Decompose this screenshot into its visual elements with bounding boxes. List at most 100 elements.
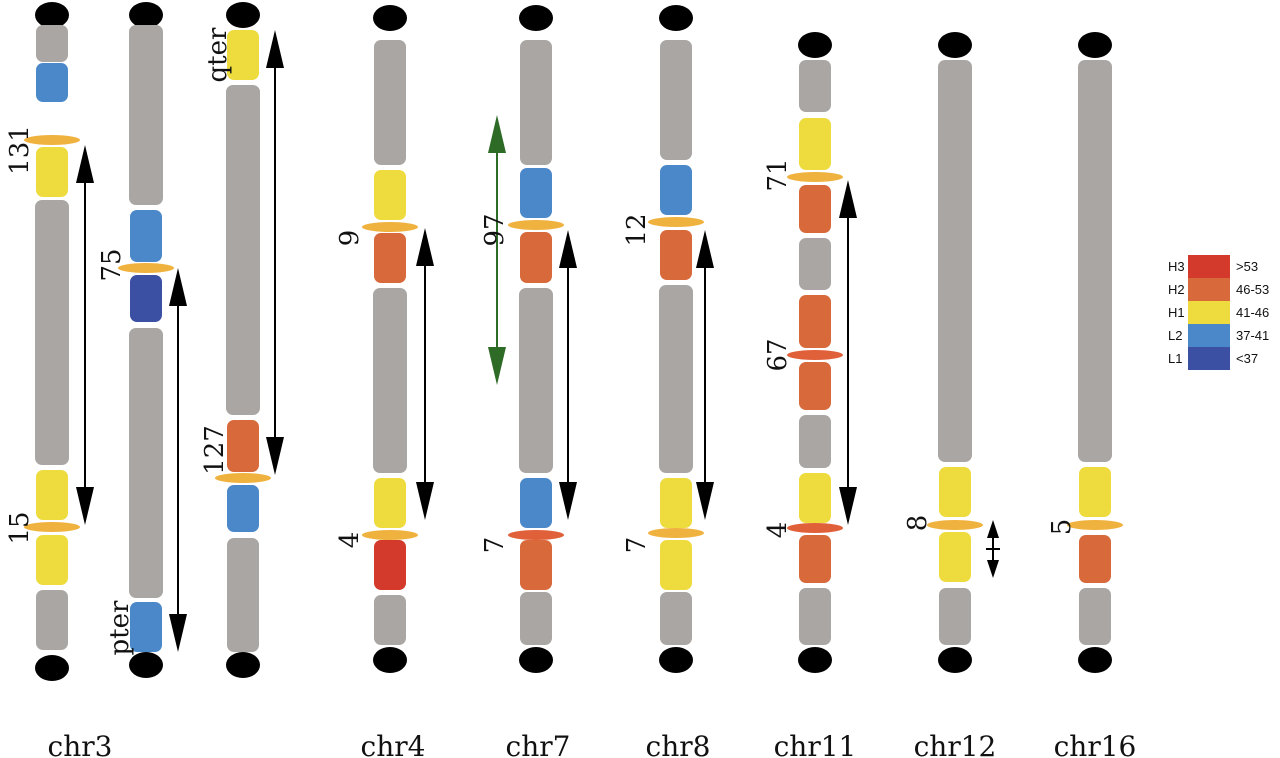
telomere-bottom: [798, 647, 832, 673]
breakpoint: [24, 522, 80, 532]
legend-swatch-H1: [1188, 301, 1230, 324]
band-H1: [36, 535, 68, 585]
gray-segment: [227, 538, 259, 652]
telomere-top: [129, 2, 163, 28]
band-H2: [799, 535, 831, 583]
gray-segment: [36, 25, 68, 62]
gray-segment: [226, 85, 260, 415]
chromosome-label: chr16: [1054, 730, 1137, 758]
legend-range: 41-46: [1236, 305, 1269, 320]
telomere-top: [938, 32, 972, 58]
telomere-top: [35, 2, 69, 28]
arrow-head-down: [169, 614, 187, 652]
arrow-head-down: [559, 482, 577, 520]
breakpoint-label: 67: [763, 338, 793, 371]
interval-arrow: [266, 30, 284, 475]
legend-swatch-H3: [1188, 255, 1230, 278]
breakpoint-label: 127: [200, 425, 230, 475]
arrow-head-up: [839, 180, 857, 218]
band-H2: [520, 540, 552, 590]
band-H2: [374, 233, 406, 283]
breakpoint-label: 4: [335, 532, 365, 549]
breakpoint-label: pter: [105, 600, 135, 655]
breakpoint-label: 5: [1047, 519, 1077, 536]
telomere-top: [519, 5, 553, 31]
chromosome: [787, 32, 843, 673]
breakpoint: [787, 350, 843, 360]
gray-segment: [373, 288, 407, 473]
telomere-bottom: [129, 652, 163, 678]
breakpoint: [648, 217, 704, 227]
arrow-head-down: [696, 482, 714, 520]
legend-swatch-H2: [1188, 278, 1230, 301]
band-H3: [374, 540, 406, 590]
breakpoint: [24, 135, 80, 145]
breakpoint: [362, 530, 418, 540]
interval-arrow: [696, 230, 714, 520]
interval-arrow: [839, 180, 857, 525]
gray-segment: [799, 238, 831, 290]
band-H1: [939, 532, 971, 582]
band-L2: [227, 485, 259, 532]
breakpoint-label: qter: [203, 27, 233, 82]
gray-segment: [129, 328, 163, 598]
telomere-bottom: [659, 647, 693, 673]
chromosome: [508, 5, 564, 673]
band-H1: [1079, 467, 1111, 517]
arrow-head-down: [416, 482, 434, 520]
legend-swatch-L1: [1188, 347, 1230, 370]
arrow-head-up: [416, 228, 434, 266]
breakpoint-label: 97: [480, 213, 510, 246]
band-H2: [660, 230, 692, 280]
legend-class: H2: [1168, 282, 1185, 297]
gray-segment: [938, 60, 972, 462]
arrow-head-up: [266, 30, 284, 68]
breakpoint: [1067, 520, 1123, 530]
gray-segment: [1078, 60, 1112, 462]
arrow-head-up: [987, 520, 999, 538]
breakpoint: [648, 528, 704, 538]
breakpoint: [508, 530, 564, 540]
band-L1: [130, 275, 162, 322]
gray-segment: [36, 590, 68, 650]
legend-range: 46-53: [1236, 282, 1269, 297]
gray-segment: [1079, 588, 1111, 645]
chromosome: [648, 5, 704, 673]
gray-segment: [374, 595, 406, 645]
interval-arrow: [169, 268, 187, 652]
gray-segment: [374, 40, 406, 165]
gray-segment: [799, 415, 831, 468]
gray-segment: [520, 592, 552, 645]
gray-segment: [660, 40, 692, 160]
breakpoint-label: 9: [335, 230, 365, 247]
band-L2: [660, 165, 692, 215]
breakpoint-label: 12: [622, 213, 652, 246]
chromosome-label: chr7: [506, 730, 571, 758]
breakpoint: [927, 520, 983, 530]
breakpoint: [787, 172, 843, 182]
breakpoint-label: 75: [97, 248, 127, 281]
arrow-head-down: [266, 437, 284, 475]
arrow-head-up: [488, 115, 506, 153]
breakpoint-label: 7: [480, 537, 510, 554]
gray-segment: [35, 200, 69, 465]
breakpoint-label: 71: [763, 158, 793, 191]
band-L2: [130, 602, 162, 652]
band-H2: [1079, 535, 1111, 583]
telomere-bottom: [226, 652, 260, 678]
interval-arrow: [76, 145, 94, 525]
telomere-top: [373, 5, 407, 31]
telomere-bottom: [938, 647, 972, 673]
interval-arrow: [559, 230, 577, 520]
band-H2: [227, 420, 259, 472]
legend-class: H1: [1168, 305, 1185, 320]
telomere-bottom: [373, 647, 407, 673]
band-L2: [36, 63, 68, 102]
chromosome: [24, 2, 80, 681]
breakpoint-label: 7: [622, 537, 652, 554]
breakpoint: [215, 473, 271, 483]
legend-range: 37-41: [1236, 328, 1269, 343]
band-H1: [227, 30, 259, 80]
gray-segment: [129, 25, 163, 205]
chromosome: [118, 2, 174, 678]
